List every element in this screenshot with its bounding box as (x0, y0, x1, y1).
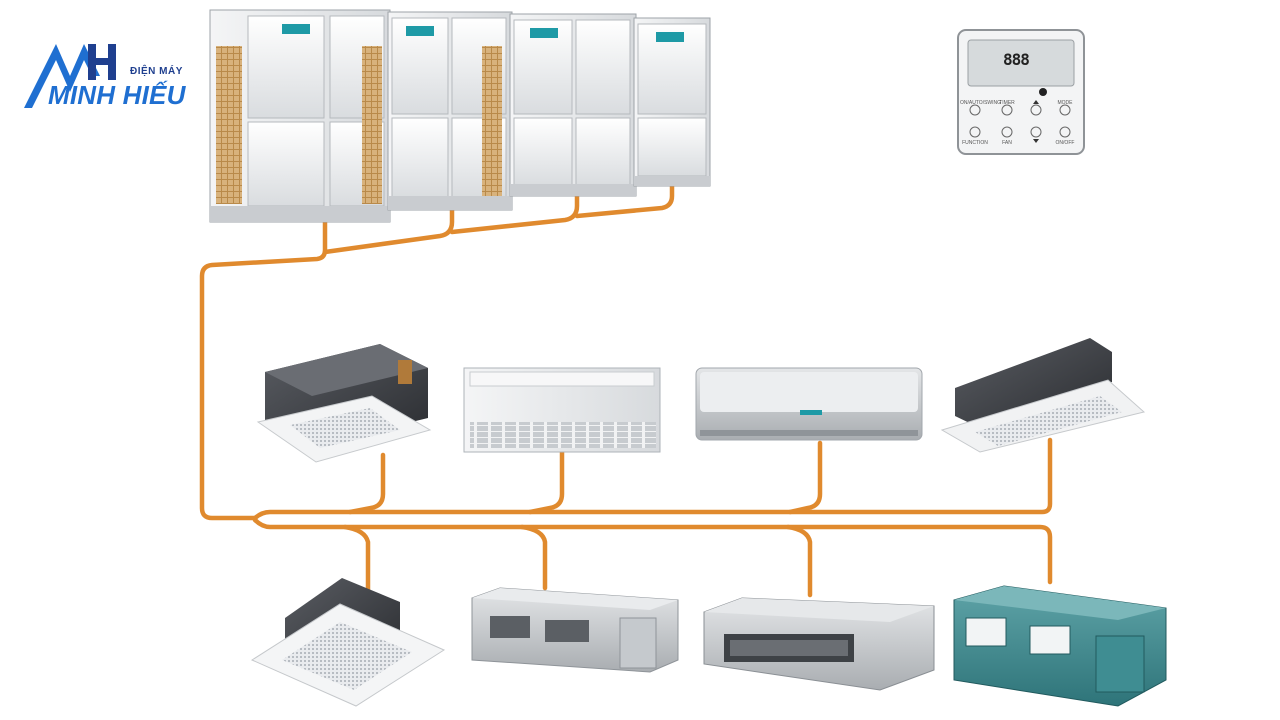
remote-label-6: FAN (1002, 140, 1012, 146)
ducted-unit-high-static (953, 585, 1167, 707)
branch-upper-1 (347, 452, 386, 515)
branch-lower-2 (519, 524, 548, 591)
collector-pipe-3 (449, 187, 580, 235)
outdoor-unit-1 (209, 9, 391, 223)
upper-header-pipe (252, 437, 1053, 521)
cassette-4way (250, 578, 446, 707)
ducted-unit-medium (471, 587, 679, 673)
remote-label-8: ON/OFF (1055, 140, 1075, 146)
wired-remote-controller (957, 29, 1085, 155)
remote-display-digits: 888 (1003, 50, 1030, 69)
ceiling-floor-unit (463, 367, 661, 453)
remote-label-1: ON/AUTO/SWING (960, 100, 1002, 106)
brand-logo: ĐIỆN MÁY MINH HIẾU (22, 38, 192, 114)
wall-mounted-unit (695, 367, 923, 441)
brand-subtitle: ĐIỆN MÁY (130, 66, 183, 77)
collector-pipe-4 (574, 181, 675, 219)
collector-pipe-2 (322, 202, 455, 255)
branch-upper-2 (527, 449, 565, 515)
brand-name: MINH HIẾU (48, 80, 186, 110)
remote-label-2: TIMER (999, 100, 1015, 106)
brand-logo-mark (24, 44, 116, 108)
main-riser-pipe (199, 215, 328, 521)
outdoor-unit-3 (509, 13, 637, 197)
cassette-1way (940, 338, 1146, 453)
cassette-4way-compact (256, 344, 432, 463)
lower-header-pipe (252, 517, 1053, 585)
ducted-unit-slim (703, 597, 935, 691)
outdoor-unit-4 (633, 17, 711, 187)
remote-label-4: MODE (1057, 100, 1073, 106)
branch-upper-3 (787, 440, 823, 515)
remote-label-5: FUNCTION (962, 140, 988, 146)
outdoor-unit-2 (387, 11, 513, 211)
outdoor-unit-array (209, 9, 711, 223)
remote-labels: ON/AUTO/SWING TIMER MODE FUNCTION FAN ON… (958, 30, 1084, 154)
refrigerant-piping (199, 181, 1053, 598)
branch-lower-1 (342, 524, 371, 593)
branch-lower-3 (785, 524, 813, 598)
